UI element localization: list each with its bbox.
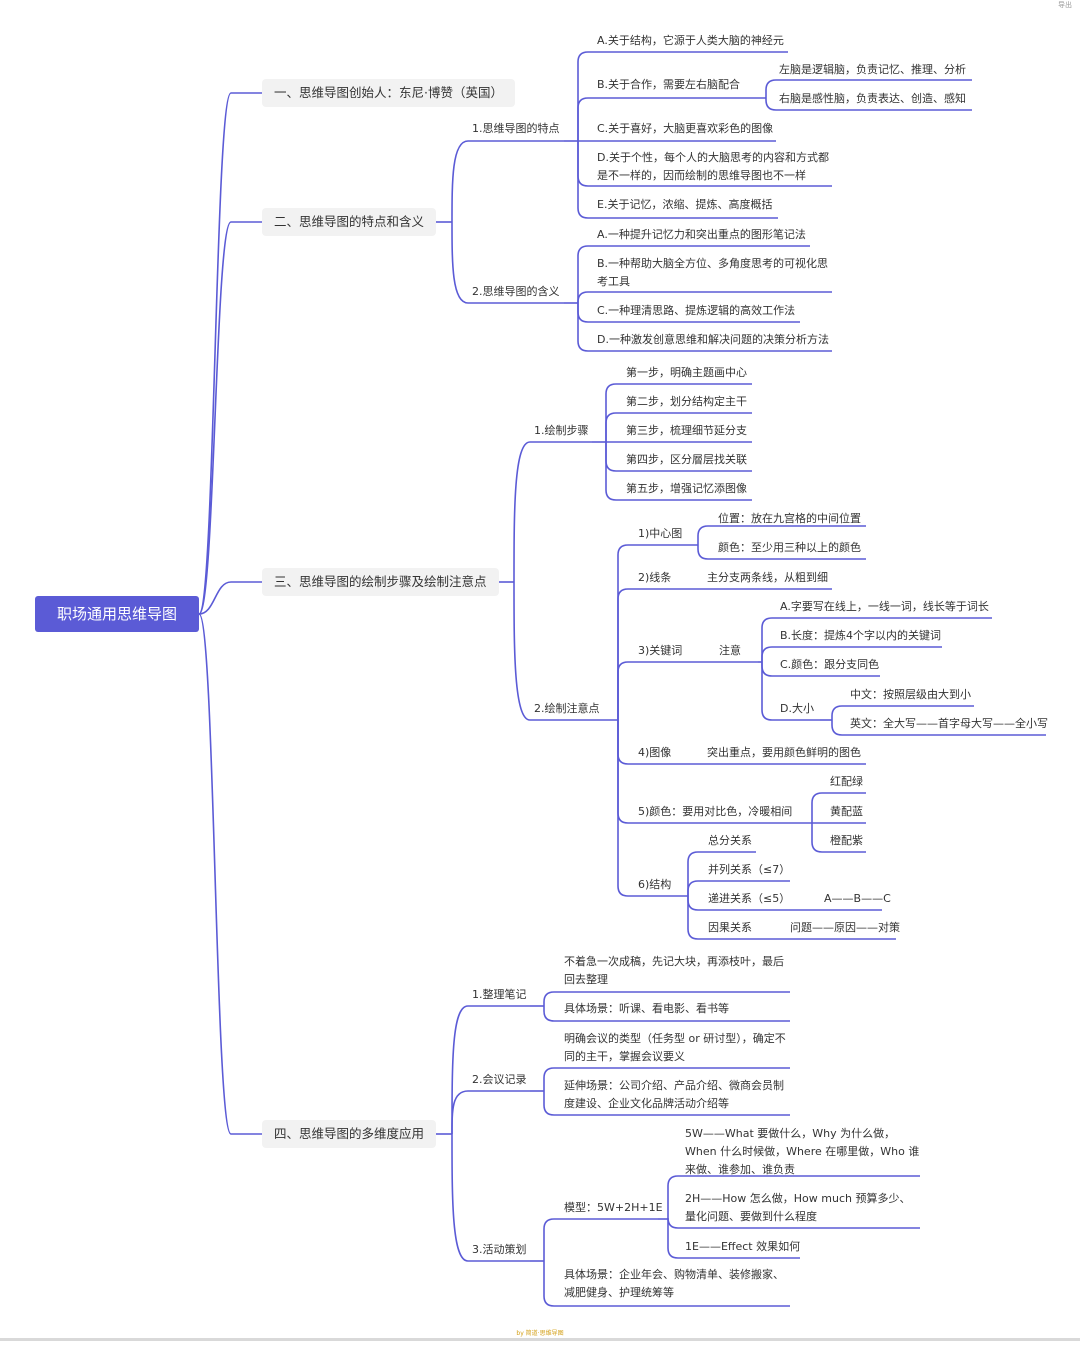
meaning-node[interactable]: 2.思维导图的含义 (472, 285, 560, 298)
structure-node[interactable]: 6)结构 (638, 878, 672, 891)
center-position[interactable]: 位置：放在九宫格的中间位置 (718, 512, 861, 525)
color-pair-red-green[interactable]: 红配绿 (830, 775, 863, 788)
structure-causal-example[interactable]: 问题——原因——对策 (790, 921, 900, 934)
main-branch-applications[interactable]: 四、思维导图的多维度应用 (262, 1120, 437, 1148)
lines-node[interactable]: 2)线条 (638, 571, 672, 584)
planning-5w[interactable]: 5W——What 要做什么，Why 为什么做，When 什么时候做，Where … (685, 1127, 920, 1176)
step-4[interactable]: 第四步，区分層层找关联 (626, 453, 747, 466)
keywords-note[interactable]: 注意 (719, 644, 741, 657)
keywords-node[interactable]: 3)关键词 (638, 644, 683, 657)
main-branch-founder[interactable]: 一、思维导图创始人：东尼·博赞（英国） (262, 79, 515, 107)
keyword-d[interactable]: D.大小 (780, 702, 814, 715)
color-pair-orange-purple[interactable]: 橙配紫 (830, 834, 863, 847)
keyword-a[interactable]: A.字要写在线上，一线一词，线长等于词长 (780, 600, 989, 613)
meaning-a[interactable]: A.一种提升记忆力和突出重点的图形笔记法 (597, 228, 806, 241)
lines-text[interactable]: 主分支两条线，从粗到细 (707, 571, 828, 584)
keyword-d-english[interactable]: 英文：全大写——首字母大写——全小写 (850, 717, 1048, 730)
root-node[interactable]: 职场通用思维导图 (35, 596, 199, 632)
image-text[interactable]: 突出重点，要用颜色鲜明的图色 (707, 746, 861, 759)
feature-e[interactable]: E.关于记忆，浓缩、提炼、高度概括 (597, 198, 773, 211)
step-2[interactable]: 第二步，划分结构定主干 (626, 395, 747, 408)
main-branch-drawing[interactable]: 三、思维导图的绘制步骤及绘制注意点 (262, 568, 499, 596)
meeting-node[interactable]: 2.会议记录 (472, 1073, 527, 1086)
planning-node[interactable]: 3.活动策划 (472, 1243, 527, 1256)
bottom-rule (0, 1338, 1080, 1341)
center-image-node[interactable]: 1)中心图 (638, 527, 683, 540)
image-node[interactable]: 4)图像 (638, 746, 672, 759)
color-pair-yellow-blue[interactable]: 黄配蓝 (830, 805, 863, 818)
notes-node[interactable]: 2.绘制注意点 (534, 702, 600, 715)
main-branch-features[interactable]: 二、思维导图的特点和含义 (262, 208, 437, 236)
planning-2h[interactable]: 2H——How 怎么做，How much 预算多少、量化问题、要做到什么程度 (685, 1192, 911, 1223)
structure-general[interactable]: 总分关系 (708, 834, 752, 847)
meaning-d[interactable]: D.一种激发创意思维和解决问题的决策分析方法 (597, 333, 829, 346)
keyword-b[interactable]: B.长度：提炼4个字以内的关键词 (780, 629, 942, 642)
center-color[interactable]: 颜色：至少用三种以上的颜色 (718, 541, 861, 554)
meeting-scene[interactable]: 延伸场景：公司介绍、产品介绍、微商会员制度建设、企业文化品牌活动介绍等 (564, 1079, 784, 1110)
planning-1e[interactable]: 1E——Effect 效果如何 (685, 1240, 801, 1253)
planning-model[interactable]: 模型：5W+2H+1E (564, 1201, 663, 1214)
feature-b-left-brain[interactable]: 左脑是逻辑脑，负责记忆、推理、分析 (779, 63, 966, 76)
notes-app-text[interactable]: 不着急一次成稿，先记大块，再添枝叶，最后回去整理 (564, 955, 784, 986)
feature-d[interactable]: D.关于个性，每个人的大脑思考的内容和方式都是不一样的，因而绘制的思维导图也不一… (597, 151, 829, 182)
footer-note: by 简道·思维导图 (516, 1330, 564, 1337)
feature-c[interactable]: C.关于喜好，大脑更喜欢彩色的图像 (597, 122, 774, 135)
structure-causal[interactable]: 因果关系 (708, 921, 752, 934)
step-5[interactable]: 第五步，增强记忆添图像 (626, 482, 747, 495)
color-contrast-node[interactable]: 5)颜色：要用对比色，冷暖相间 (638, 805, 793, 818)
structure-progressive[interactable]: 递进关系（≤5） (708, 892, 791, 905)
notes-app-node[interactable]: 1.整理笔记 (472, 988, 527, 1001)
step-3[interactable]: 第三步，梳理细节延分支 (626, 424, 747, 437)
notes-app-scene[interactable]: 具体场景：听课、看电影、看书等 (564, 1002, 729, 1015)
planning-scene[interactable]: 具体场景：企业年会、购物清单、装修搬家、减肥健身、护理统筹等 (564, 1268, 784, 1299)
feature-b[interactable]: B.关于合作，需要左右脑配合 (597, 78, 741, 91)
meaning-c[interactable]: C.一种理清思路、提炼逻辑的高效工作法 (597, 304, 796, 317)
feature-b-right-brain[interactable]: 右脑是感性脑，负责表达、创造、感知 (779, 92, 966, 105)
header-note[interactable]: 导出 (1058, 1, 1072, 9)
keyword-d-chinese[interactable]: 中文：按照层级由大到小 (850, 688, 971, 701)
structure-progressive-example[interactable]: A——B——C (824, 892, 891, 905)
feature-a[interactable]: A.关于结构，它源于人类大脑的神经元 (597, 34, 784, 47)
step-1[interactable]: 第一步，明确主题画中心 (626, 366, 747, 379)
meaning-b[interactable]: B.一种帮助大脑全方位、多角度思考的可视化思考工具 (597, 257, 829, 288)
meeting-text[interactable]: 明确会议的类型（任务型 or 研讨型），确定不同的主干，掌握会议要义 (564, 1032, 786, 1063)
structure-parallel[interactable]: 并列关系（≤7） (708, 863, 791, 876)
features-node[interactable]: 1.思维导图的特点 (472, 122, 560, 135)
keyword-c[interactable]: C.颜色：跟分支同色 (780, 658, 880, 671)
steps-node[interactable]: 1.绘制步骤 (534, 424, 589, 437)
